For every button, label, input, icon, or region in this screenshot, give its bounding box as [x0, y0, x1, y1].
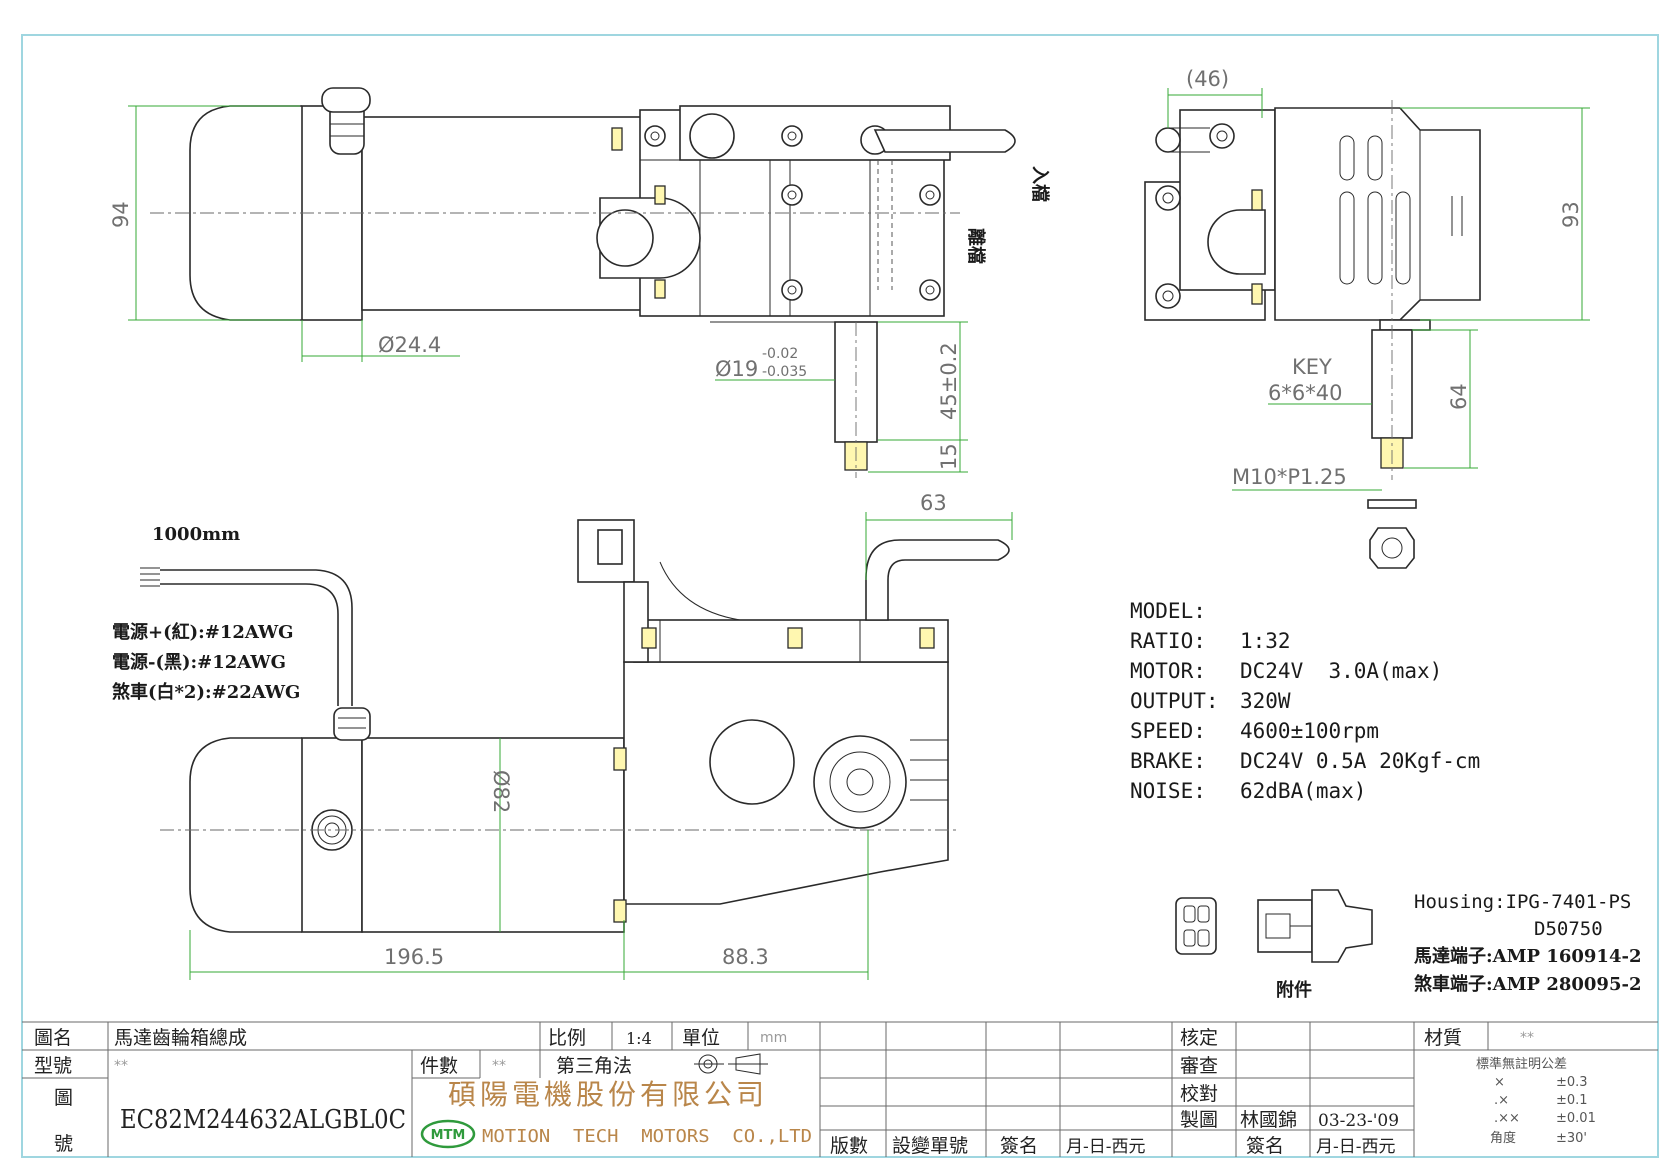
spec-value-ratio: 1:32: [1240, 629, 1291, 653]
projection-label: 第三角法: [556, 1055, 632, 1077]
tolerance-sym-0: ×: [1494, 1075, 1505, 1090]
dim-dia-24-4: Ø24.4: [378, 333, 441, 357]
title-block: [22, 1021, 1658, 1157]
dim-196-5: 196.5: [384, 945, 444, 969]
dim-15: 15: [937, 443, 961, 470]
spec-label-noise: NOISE:: [1130, 779, 1206, 803]
scale-value: 1:4: [626, 1029, 652, 1048]
dim-63: 63: [920, 491, 947, 515]
drawing-number: EC82M244632ALGBL0C: [120, 1105, 406, 1135]
spec-label-output: OUTPUT:: [1130, 689, 1219, 713]
spec-value-output: 320W: [1240, 689, 1291, 713]
qty-value: **: [492, 1058, 506, 1074]
spec-label-speed: SPEED:: [1130, 719, 1206, 743]
connector-housing-code: D50750: [1534, 918, 1603, 940]
rev-header-sign: 簽名: [1000, 1135, 1038, 1157]
drawing-name: 馬達齒輪箱總成: [114, 1027, 247, 1049]
wire-power-negative: 電源-(黑):#12AWG: [112, 651, 286, 673]
tolerance-sym-3: 角度: [1490, 1130, 1516, 1146]
connector-notes: Housing:IPG-7401-PS D50750 馬達端子:AMP 1609…: [1414, 891, 1641, 995]
spec-value-motor: DC24V 3.0A(max): [1240, 659, 1442, 683]
spec-model-label: MODEL:: [1130, 599, 1206, 623]
connector-drawing: [1175, 889, 1373, 963]
date-header: 月-日-西元: [1316, 1137, 1396, 1157]
model-no-label: 型號: [34, 1055, 72, 1077]
rev-header-version: 版數: [830, 1135, 868, 1157]
dim-45: 45±0.2: [937, 342, 961, 420]
dim-88-3: 88.3: [722, 945, 769, 969]
tolerance-val-0: ±0.3: [1556, 1075, 1588, 1090]
lever-note-disengage: 離檔: [965, 228, 987, 264]
dim-64: 64: [1447, 383, 1471, 410]
model-no: **: [114, 1058, 128, 1074]
cable-length: 1000mm: [152, 524, 240, 545]
sign-header: 簽名: [1246, 1135, 1284, 1157]
spec-label-brake: BRAKE:: [1130, 749, 1206, 773]
spec-value-brake: DC24V 0.5A 20Kgf-cm: [1240, 749, 1480, 773]
rev-header-change-no: 設變單號: [892, 1135, 968, 1157]
approve-label: 核定: [1180, 1027, 1218, 1049]
drafter-label: 製圖: [1180, 1109, 1218, 1131]
unit-label: 單位: [682, 1027, 720, 1049]
lever-note-engage: 入檔: [1029, 166, 1051, 202]
brake-terminal: 煞車端子:AMP 280095-2: [1414, 973, 1641, 995]
company-name-cn: 碩陽電機股份有限公司: [448, 1078, 768, 1111]
tolerance-title: 標準無註明公差: [1476, 1056, 1567, 1072]
title-block-text: 圖名 馬達齒輪箱總成 比例 1:4 單位 mm 型號 ** 件數 ** 第三角法…: [34, 1027, 1596, 1157]
spec-label-motor: MOTOR:: [1130, 659, 1206, 683]
side-view-dimensions: (46) 93 64 KEY 6*6*40 M10*P1.25: [1167, 67, 1590, 491]
key-label: KEY: [1292, 355, 1332, 379]
spec-table: MODEL: RATIO: 1:32 MOTOR: DC24V 3.0A(max…: [1130, 599, 1480, 803]
dim-dia-82: Ø82: [489, 770, 513, 813]
top-view: [150, 87, 1016, 478]
spec-value-noise: 62dBA(max): [1240, 779, 1366, 803]
connector-housing: Housing:IPG-7401-PS: [1414, 891, 1631, 913]
front-view: [140, 519, 1010, 933]
draft-date: 03-23-'09: [1318, 1111, 1399, 1131]
key-size: 6*6*40: [1268, 381, 1342, 405]
third-angle-projection-icon: [694, 1053, 768, 1075]
qty-label: 件數: [420, 1055, 458, 1077]
front-view-dimensions: Ø82 196.5 88.3 63: [189, 491, 1013, 980]
tolerance-val-1: ±0.1: [1556, 1093, 1588, 1108]
drawing-no-label-top: 圖: [54, 1087, 73, 1109]
tolerance-val-3: ±30': [1556, 1131, 1587, 1146]
tolerance-sym-1: .×: [1494, 1093, 1509, 1108]
dim-tol-lower: -0.035: [762, 364, 807, 380]
material-value: **: [1520, 1030, 1534, 1046]
drafter-name: 林國錦: [1240, 1109, 1297, 1131]
mtm-logo: MTM: [420, 1119, 476, 1149]
dim-46: (46): [1186, 67, 1229, 91]
drawing-name-label: 圖名: [34, 1027, 72, 1049]
tolerance-val-2: ±0.01: [1556, 1111, 1596, 1126]
check-label: 校對: [1180, 1083, 1218, 1105]
review-label: 審查: [1180, 1055, 1218, 1077]
dim-dia-19: Ø19: [715, 357, 758, 381]
tolerance-sym-2: .××: [1494, 1111, 1520, 1126]
dim-94: 94: [109, 201, 133, 228]
spec-label-ratio: RATIO:: [1130, 629, 1206, 653]
sheet-frame: [21, 34, 1659, 1158]
wire-power-positive: 電源+(紅):#12AWG: [112, 621, 294, 643]
wire-brake: 煞車(白*2):#22AWG: [112, 681, 300, 703]
material-label: 材質: [1424, 1027, 1462, 1049]
drawing-no-label-bottom: 號: [54, 1133, 73, 1155]
dim-tol-upper: -0.02: [762, 346, 798, 362]
company-name-en: MOTION TECH MOTORS CO.,LTD: [482, 1126, 812, 1147]
scale-label: 比例: [548, 1027, 586, 1049]
rev-header-date: 月-日-西元: [1066, 1137, 1146, 1157]
connector-accessory: 附件: [1276, 979, 1312, 1001]
spec-value-speed: 4600±100rpm: [1240, 719, 1379, 743]
motor-terminal: 馬達端子:AMP 160914-2: [1414, 946, 1641, 967]
dim-93: 93: [1559, 201, 1583, 228]
wiring-notes: 1000mm 電源+(紅):#12AWG 電源-(黑):#12AWG 煞車(白*…: [112, 524, 300, 703]
thread-size: M10*P1.25: [1232, 465, 1347, 489]
top-view-dimensions: 94 Ø24.4 Ø19 -0.02 -0.035 45±0.2 15: [109, 105, 968, 473]
side-view: [1144, 100, 1481, 569]
mtm-logo-text: MTM: [431, 1128, 466, 1143]
unit-value: mm: [760, 1030, 787, 1046]
